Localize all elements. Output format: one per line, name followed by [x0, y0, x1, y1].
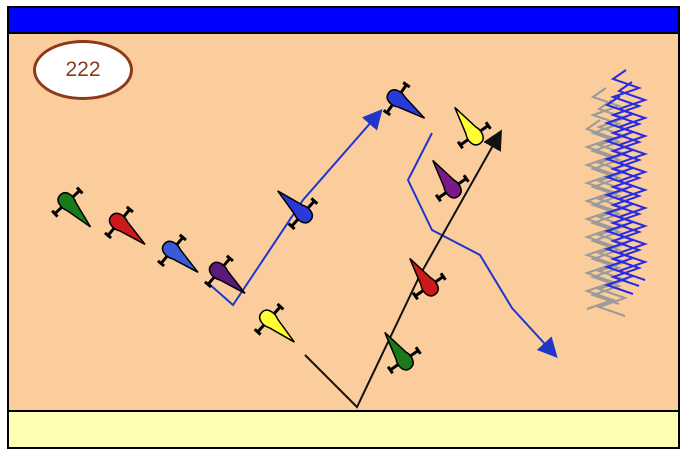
player-icon: [51, 186, 92, 228]
player-icon: [409, 257, 447, 301]
player-icon: [454, 106, 492, 150]
drill-number: 222: [65, 58, 101, 81]
pass-line: [406, 132, 558, 358]
top-bar: [9, 8, 678, 34]
player-icon: [203, 254, 246, 294]
goal-net-icon: [583, 69, 649, 317]
drill-number-badge: 222: [33, 40, 133, 100]
player-icon: [432, 159, 470, 203]
bottom-bar: [9, 410, 678, 447]
field-frame: 222: [7, 6, 680, 449]
player-icon: [382, 81, 426, 119]
pass-line: [207, 108, 383, 307]
player-icon: [156, 233, 199, 273]
player-icon: [103, 205, 146, 245]
player-icon: [384, 331, 422, 375]
player-icon: [277, 190, 319, 231]
player-icon: [253, 302, 295, 343]
